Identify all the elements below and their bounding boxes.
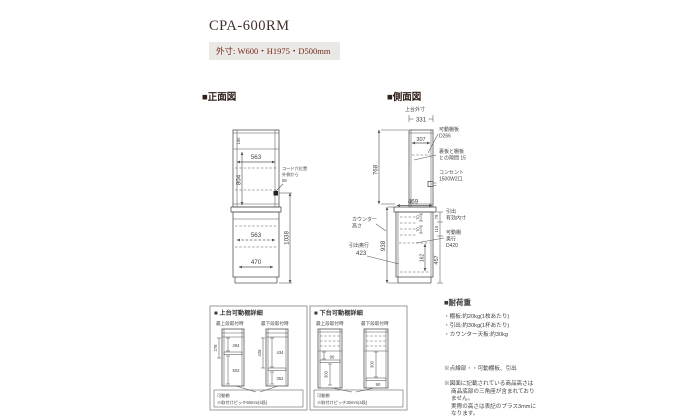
upper-detail-bottom-pos-label: 最下段取付時: [261, 320, 289, 327]
height-note-line: 商品底部の三角座が含まれており: [451, 388, 535, 395]
front-dim-1038: 1038: [284, 231, 291, 245]
height-note-line: 実際の高さは表記のプラス3mmに: [451, 403, 537, 410]
side-dim-79: 79: [434, 214, 439, 219]
upper-detail-left-bottom-dim: 502: [233, 368, 241, 373]
outlet-label-line1: コンセント: [439, 170, 464, 176]
load-capacity-item: ・カウンター天板:約30kg: [444, 332, 509, 338]
side-upper-outer-label: 上台外寸: [405, 106, 425, 113]
height-note-line: なります。: [451, 411, 479, 418]
lower-detail-top-pos-label: 最上段取付時: [316, 320, 344, 327]
side-view-heading: ■側面図: [387, 92, 422, 103]
height-note-line: ません。: [451, 396, 474, 403]
lower-detail-note-line2: ※取付けピッチ30mm(4段): [317, 399, 368, 406]
side-view-drawing: 上台外寸 331 307 可動棚板 D266 裏板と棚板 との隙間 15 コンセ…: [349, 106, 466, 284]
cord-note-line1: コード穴位置: [282, 165, 307, 172]
drawer-inner-label-line1: 引出: [446, 208, 456, 215]
upper-detail-left-top-dim: 284: [233, 343, 241, 348]
movable-shelf-depth-label-line3: D420: [446, 243, 458, 249]
front-dim-563-top: 563: [251, 154, 262, 161]
movable-shelf-label-line1: 可動棚板: [439, 126, 459, 133]
side-dim-938: 938: [380, 240, 387, 251]
lower-detail-right-top-dim: 300: [370, 360, 375, 368]
cord-hole-marker: [273, 191, 278, 196]
upper-detail-note-line1: 可動棚: [217, 392, 230, 399]
front-dim-470: 470: [251, 259, 262, 266]
backboard-gap-label-line2: との隙間 15: [439, 155, 466, 162]
movable-shelf-depth-label-line2: 奥行: [446, 236, 456, 243]
side-dim-423: 423: [356, 250, 367, 257]
upper-detail-left-outer-dim: 278: [213, 344, 218, 352]
upper-detail-right-bottom-dim: 352: [277, 376, 285, 381]
outer-dimensions-badge: 外寸: W600・H1975・D500mm: [209, 42, 340, 60]
lower-detail-bottom-pos-label: 最下段取付時: [361, 320, 389, 327]
outlet-icon: [427, 181, 434, 187]
side-dim-457: 457: [434, 255, 440, 264]
lower-detail-left-bottom-dim: 300: [324, 370, 329, 378]
side-dim-331: 331: [416, 117, 427, 124]
lower-detail-left-top-dim: 90: [330, 355, 335, 360]
front-view-drawing: 190 563 804 コード穴位置 外側から 58 563 470: [230, 129, 307, 284]
side-dim-115: 115: [434, 225, 439, 232]
upper-detail-right-top-dim: 434: [277, 350, 285, 355]
side-dim-70a: 70: [416, 215, 421, 220]
upper-detail-title: ■ 上台可動棚詳細: [214, 309, 263, 317]
movable-shelf-depth-label-line1: 可動棚: [446, 229, 461, 236]
upper-shelf-detail-box: ■ 上台可動棚詳細 最上段取付時 最下段取付時 284 502 278: [209, 305, 308, 411]
backboard-gap-label-line1: 裏板と棚板: [439, 148, 464, 155]
side-dim-469: 469: [408, 199, 419, 206]
upper-detail-right-outer-dim: 428: [257, 349, 262, 357]
cord-note-line2: 外側から: [282, 171, 299, 178]
counter-height-label-line2: 高さ: [352, 223, 362, 230]
drawer-depth-label: 引出奥行: [349, 242, 369, 249]
height-note: ※図面に記載されている商品高さは 商品底部の三角座が含まれており ません。 実際…: [444, 381, 629, 419]
lower-detail-title: ■ 下台可動棚詳細: [314, 309, 363, 317]
lower-detail-note-line1: 可動棚: [317, 392, 330, 399]
side-dim-768: 768: [373, 164, 380, 175]
front-dim-804: 804: [236, 174, 243, 185]
load-capacity-item: ・引出:約30kg(1杯あたり): [444, 323, 510, 329]
height-note-line: ※図面に記載されている商品高さは: [444, 381, 534, 387]
upper-detail-top-pos-label: 最上段取付時: [216, 320, 244, 327]
counter-height-label-line1: カウンター: [352, 216, 377, 223]
load-capacity-item: ・棚板:約20kg(1枚あたり): [444, 314, 510, 320]
notes-panel: ■耐荷重 ・棚板:約20kg(1枚あたり) ・引出:約30kg(1杯あたり) ・…: [444, 297, 629, 419]
front-view-heading: ■正面図: [202, 92, 237, 103]
dotted-line-note: ※点線部・・可動棚板、引出: [444, 366, 517, 372]
front-dim-563-bottom: 563: [251, 232, 262, 239]
lower-shelf-detail-box: ■ 下台可動棚詳細 最上段取付時 最下段取付時 90 300: [309, 305, 408, 411]
outlet-label-line2: 1500W2口: [439, 177, 463, 183]
side-dim-70b: 70: [416, 227, 421, 232]
front-dim-190: 190: [236, 137, 241, 145]
side-dim-307: 307: [416, 137, 425, 143]
movable-shelf-label-line2: D266: [439, 134, 451, 140]
load-capacity-heading: ■耐荷重: [444, 298, 472, 307]
lower-detail-right-bottom-dim: 90: [376, 382, 381, 387]
upper-detail-note-line2: ※取付けピッチ50mm(4段): [217, 399, 268, 406]
drawer-inner-label-line2: 有効内寸: [446, 215, 466, 222]
product-code: CPA-600RM: [209, 18, 290, 34]
side-dim-162: 162: [420, 254, 426, 263]
cord-note-line3: 58: [282, 178, 287, 183]
